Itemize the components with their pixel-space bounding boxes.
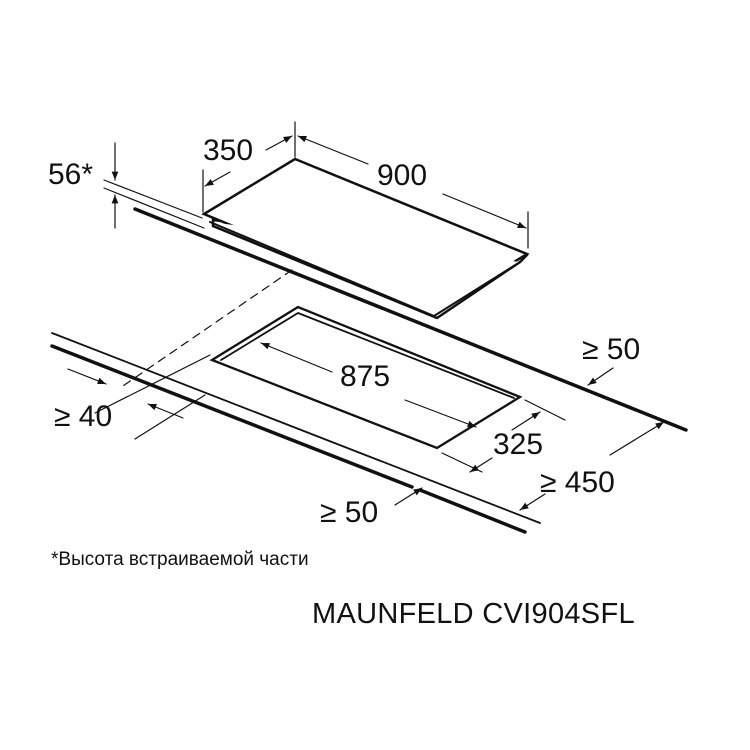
footnote: *Высота встраиваемой части: [51, 549, 309, 570]
label-rear-clearance: ≥ 50: [582, 333, 641, 366]
dim-height: [103, 142, 205, 229]
hob-panel: [201, 157, 530, 320]
dim-rear-clearance-arrow: [587, 367, 614, 386]
label-side-clearance: ≥ 40: [54, 400, 113, 433]
countertop-rear-edge: [133, 207, 688, 432]
dim-side-clearance: [67, 354, 211, 440]
label-cutout-depth: 325: [493, 428, 544, 461]
product-title: MAUNFELD CVI904SFL: [312, 598, 635, 630]
dim-cutout-width: [260, 342, 477, 428]
dim-front-clearance-arrow: [394, 487, 423, 506]
alignment-dashed-line: [119, 269, 293, 389]
dim-depth: [202, 121, 296, 213]
label-front-clearance: ≥ 50: [320, 496, 379, 529]
label-width: 900: [377, 159, 428, 192]
dim-counter-depth: [519, 421, 665, 511]
cutout: [209, 305, 523, 450]
label-counter-depth: ≥ 450: [540, 466, 615, 499]
label-cutout-width: 875: [340, 360, 391, 393]
dim-width: [297, 135, 529, 249]
label-height: 56*: [48, 158, 94, 191]
dim-cutout-depth: [441, 399, 566, 473]
label-depth: 350: [203, 134, 254, 167]
countertop-front-edge: [50, 332, 541, 534]
